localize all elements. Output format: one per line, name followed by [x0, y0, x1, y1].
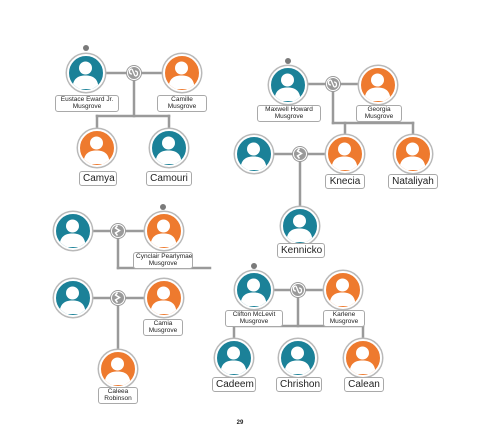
f4-divorced-icon [111, 291, 125, 305]
f2-grandchild-avatar[interactable] [281, 207, 319, 245]
f1-father-avatar[interactable] [67, 54, 105, 92]
f3-father-avatar[interactable] [54, 212, 92, 250]
person-silhouette-icon [72, 61, 99, 89]
person-silhouette-icon [329, 278, 356, 306]
person-silhouette-icon [220, 346, 247, 374]
person-silhouette-icon [240, 142, 267, 170]
person-silhouette-icon [150, 219, 177, 247]
f5-father-pin-icon [251, 263, 257, 269]
person-silhouette-icon [155, 136, 182, 164]
person-silhouette-icon [286, 214, 313, 242]
page-number: 29 [236, 420, 244, 426]
f1-mother-avatar[interactable] [163, 54, 201, 92]
person-silhouette-icon [364, 73, 391, 101]
f3-mother-avatar[interactable] [145, 212, 183, 250]
f2-child1-avatar[interactable] [326, 135, 364, 173]
f2-mother-avatar[interactable] [359, 66, 397, 104]
person-silhouette-icon [274, 73, 301, 101]
linked-rings-icon [292, 285, 303, 294]
f2-knecia-spouse-avatar[interactable] [235, 135, 273, 173]
person-silhouette-icon [150, 286, 177, 314]
f2-married-icon [326, 77, 340, 91]
f2-father-avatar[interactable] [269, 66, 307, 104]
person-silhouette-icon [331, 142, 358, 170]
f1-married-icon [127, 66, 141, 80]
person-silhouette-icon [104, 357, 131, 385]
broken-link-icon [296, 148, 303, 159]
f2-child2-name: Nataliyah [388, 174, 438, 189]
f2-divorced-icon [293, 147, 307, 161]
person-silhouette-icon [59, 286, 86, 314]
person-silhouette-icon [240, 278, 267, 306]
person-silhouette-icon [349, 346, 376, 374]
f5-married-icon [291, 283, 305, 297]
f1-child2-name: Camouri [146, 171, 192, 186]
f1-child1-avatar[interactable] [78, 129, 116, 167]
f5-child1-name: Cadeem [212, 377, 256, 392]
f1-father-name: Eustace Eward Jr.Musgrove [55, 95, 119, 112]
linked-rings-icon [327, 79, 338, 88]
f5-child3-name: Calean [344, 377, 384, 392]
linked-rings-icon [128, 68, 139, 77]
person-silhouette-icon [168, 61, 195, 89]
f4-child-avatar[interactable] [99, 350, 137, 388]
f5-child3-avatar[interactable] [344, 339, 382, 377]
f5-child1-avatar[interactable] [215, 339, 253, 377]
broken-link-icon [114, 225, 121, 236]
f5-child2-name: Chrishon [276, 377, 322, 392]
f2-child2-avatar[interactable] [394, 135, 432, 173]
f1-father-pin-icon [83, 45, 89, 51]
f4-mother-avatar[interactable] [145, 279, 183, 317]
f4-father-avatar[interactable] [54, 279, 92, 317]
f3-divorced-icon [111, 224, 125, 238]
f3-mother-pin-icon [160, 204, 166, 210]
f1-child1-name: Camya [79, 171, 117, 186]
f5-father-avatar[interactable] [235, 271, 273, 309]
f5-child2-avatar[interactable] [279, 339, 317, 377]
broken-link-icon [114, 292, 121, 303]
f2-child1-name: Knecia [325, 174, 365, 189]
person-silhouette-icon [399, 142, 426, 170]
f2-grandchild-name: Kennicko [277, 243, 325, 258]
person-silhouette-icon [83, 136, 110, 164]
person-silhouette-icon [59, 219, 86, 247]
f1-child2-avatar[interactable] [150, 129, 188, 167]
f2-father-pin-icon [285, 58, 291, 64]
person-silhouette-icon [284, 346, 311, 374]
f5-mother-avatar[interactable] [324, 271, 362, 309]
